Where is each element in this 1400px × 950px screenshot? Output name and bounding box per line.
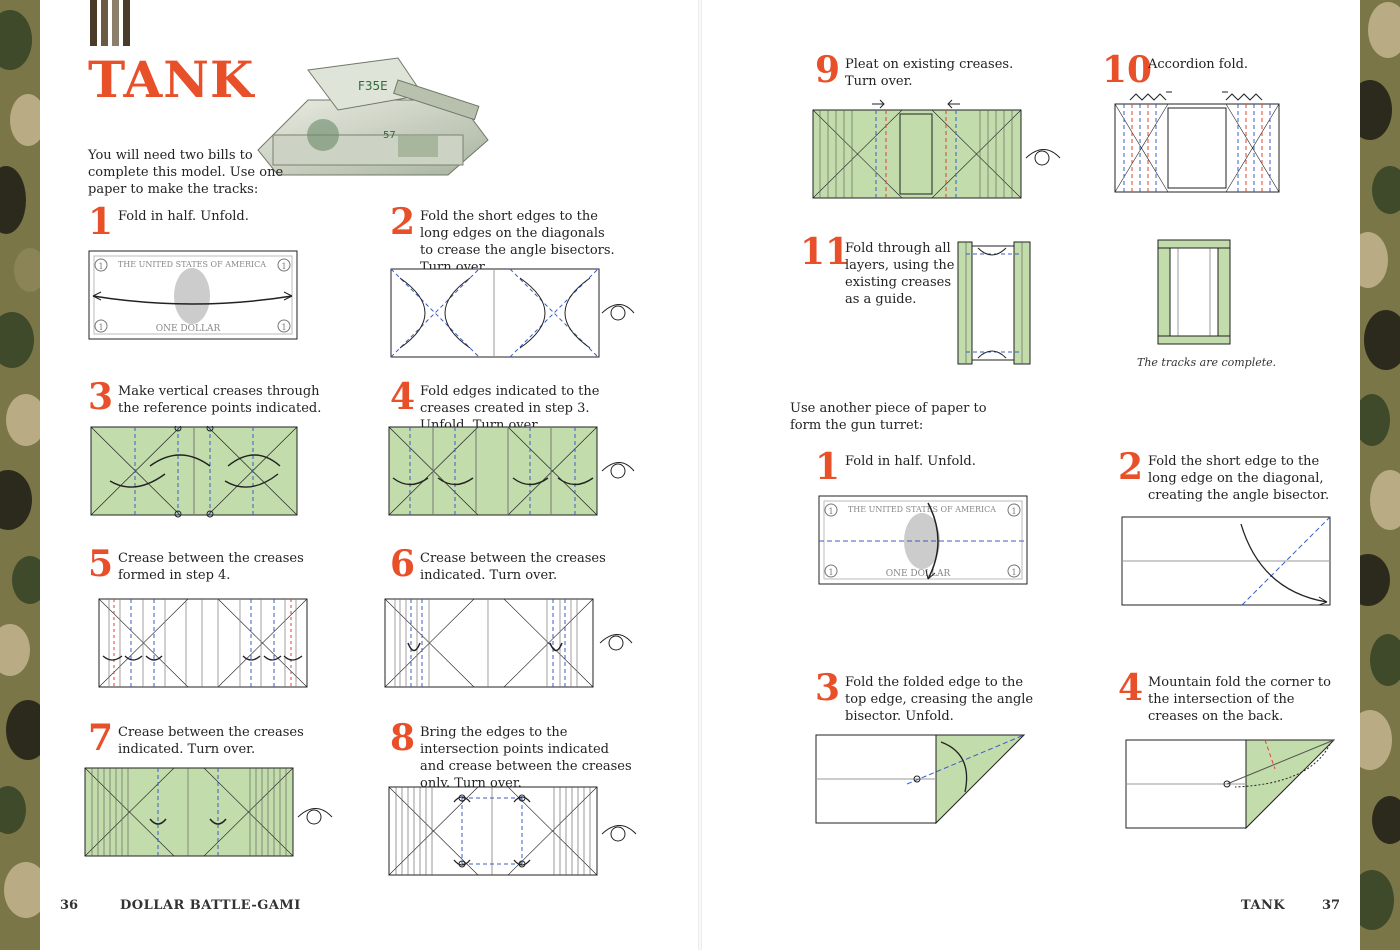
camo-pattern: [1360, 0, 1400, 950]
page-number-right: 37: [1322, 898, 1341, 913]
camo-border-right: [1360, 0, 1400, 950]
book-title-footer: DOLLAR BATTLE-GAMI: [120, 898, 301, 913]
finished-tracks-diagram: [1156, 238, 1236, 352]
step-text: Fold the folded edge to the top edge, cr…: [845, 675, 1034, 724]
camo-border-left: [0, 0, 40, 950]
camo-pattern: [0, 0, 40, 950]
step-4-diagram: [388, 426, 640, 522]
bill-top-text: THE UNITED STATES OF AMERICA: [848, 505, 996, 514]
tank-photo: F35E 57: [248, 40, 498, 194]
step-text: Mountain fold the corner to the intersec…: [1148, 675, 1331, 724]
corner-mark: 1: [1011, 507, 1016, 516]
page-gutter: [698, 0, 702, 950]
corner-mark: 1: [828, 507, 833, 516]
step-number: 4: [1118, 667, 1144, 709]
bill-bottom-text: ONE DOLLAR: [886, 569, 951, 579]
step-text: Fold through all layers, using the exist…: [845, 241, 955, 307]
step-text: Fold the short edge to the long edge on …: [1148, 454, 1330, 503]
origami-tank-image: F35E 57: [257, 57, 489, 176]
step-number: 7: [88, 717, 114, 759]
bill-top-text: THE UNITED STATES OF AMERICA: [118, 260, 266, 269]
step-text: Pleat on existing creases. Turn over.: [845, 57, 1014, 89]
step-text: Crease between the creases indicated. Tu…: [118, 725, 304, 757]
step-9-diagram: [812, 96, 1068, 208]
step-number: 1: [88, 201, 114, 243]
step-text: Crease between the creases indicated. Tu…: [420, 551, 606, 583]
step-3-diagram: [90, 424, 302, 522]
turret-step-1-diagram: 1 1 1 1 THE UNITED STATES OF AMERICA ONE…: [818, 495, 1030, 591]
tracks-caption: The tracks are complete.: [1137, 356, 1277, 369]
step-2-diagram: [390, 268, 642, 364]
step-number: 11: [800, 231, 851, 273]
step-number: 9: [815, 49, 841, 91]
step-text: Fold in half. Unfold.: [118, 209, 249, 224]
step-7-diagram: [84, 767, 340, 863]
step-number: 5: [88, 543, 114, 585]
corner-mark: 1: [1011, 568, 1016, 577]
step-number: 2: [1118, 446, 1144, 488]
step-1-diagram: 1 1 1 1 THE UNITED STATES OF AMERICA ONE…: [88, 250, 300, 346]
seal-text: 57: [383, 130, 396, 141]
page-title: TANK: [88, 50, 255, 109]
step-text: Bring the edges to the intersection poin…: [420, 725, 632, 791]
step-8-diagram: [388, 786, 640, 882]
section-title-footer: TANK: [1241, 898, 1286, 913]
step-text: Fold in half. Unfold.: [845, 454, 976, 469]
step-number: 3: [815, 667, 841, 709]
turret-step-4-diagram: [1125, 739, 1337, 835]
step-number: 3: [88, 376, 114, 418]
corner-mark: 1: [828, 568, 833, 577]
step-number: 2: [390, 201, 416, 243]
corner-mark: 1: [98, 262, 103, 271]
intro-text: You will need two bills to complete this…: [88, 148, 284, 197]
corner-mark: 1: [281, 262, 286, 271]
step-number: 8: [390, 717, 416, 759]
step-number: 6: [390, 543, 416, 585]
corner-mark: 1: [281, 323, 286, 332]
step-6-diagram: [384, 598, 636, 694]
serial-text: F35E: [358, 79, 388, 93]
turret-step-2-diagram: [1121, 516, 1333, 612]
bill-bottom-text: ONE DOLLAR: [156, 324, 221, 334]
step-11-diagram: [956, 240, 1036, 374]
step-number: 4: [390, 376, 416, 418]
step-text: Make vertical creases through the refere…: [118, 384, 322, 416]
step-text: Crease between the creases formed in ste…: [118, 551, 304, 583]
corner-mark: 1: [98, 323, 103, 332]
step-10-diagram: [1112, 88, 1284, 202]
page-number-left: 36: [60, 898, 79, 913]
step-text: Fold the short edges to the long edges o…: [420, 209, 615, 275]
turret-intro: Use another piece of paper to form the g…: [790, 401, 987, 433]
turret-step-3-diagram: [815, 734, 1027, 830]
step-number: 1: [815, 446, 841, 488]
step-number: 10: [1102, 49, 1153, 91]
step-5-diagram: [98, 598, 310, 694]
step-text: Accordion fold.: [1148, 57, 1249, 72]
